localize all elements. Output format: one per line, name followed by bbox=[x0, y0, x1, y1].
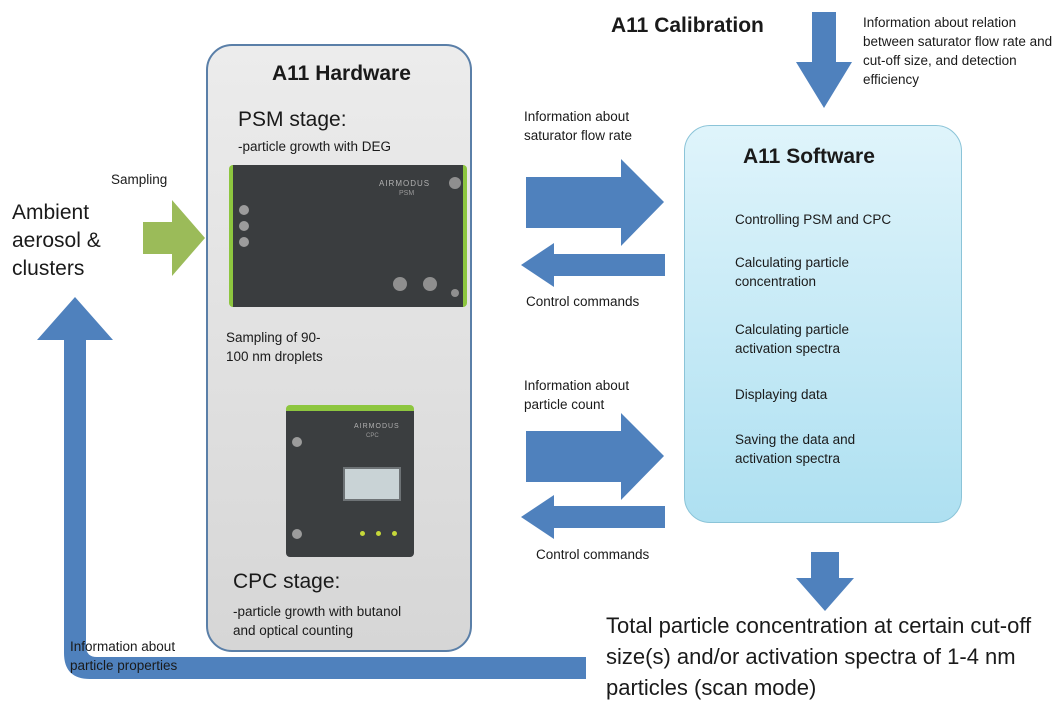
info-particle-count-label: Information about particle count bbox=[524, 378, 630, 412]
software-item-concentration: Calculating particle concentration bbox=[735, 255, 850, 289]
cpc-display-screen bbox=[343, 467, 401, 501]
output-down-arrow bbox=[796, 552, 854, 611]
info-saturator-label: Information about saturator flow rate bbox=[524, 109, 633, 143]
sampling-arrow bbox=[143, 200, 205, 276]
psm-stage-label: PSM stage: bbox=[238, 108, 347, 131]
cpc-device-image: AIRMODUS CPC bbox=[286, 405, 414, 557]
cpc-port-1 bbox=[292, 437, 302, 447]
cpc-led-3 bbox=[392, 531, 397, 536]
psm-device-model: PSM bbox=[399, 190, 415, 197]
sampling-droplets-label: Sampling of 90-100 nm droplets bbox=[226, 330, 323, 364]
psm-stage-desc: -particle growth with DEG bbox=[238, 139, 392, 154]
calibration-down-arrow bbox=[796, 12, 852, 108]
psm-port-bottom-3 bbox=[451, 289, 459, 297]
control-commands-arrow-1 bbox=[521, 243, 665, 287]
info-particle-count-arrow bbox=[526, 413, 664, 500]
cpc-device-brand: AIRMODUS bbox=[354, 423, 400, 430]
software-item-activation-spectra: Calculating particle activation spectra bbox=[735, 322, 850, 356]
control-commands-arrow-2 bbox=[521, 495, 665, 539]
psm-port-top-right bbox=[449, 177, 461, 189]
info-particle-properties-label: Information about particle properties bbox=[70, 639, 178, 673]
cpc-port-2 bbox=[292, 529, 302, 539]
info-saturator-arrow bbox=[526, 159, 664, 246]
ambient-aerosol-label: Ambient aerosol & clusters bbox=[12, 201, 101, 280]
cpc-led-1 bbox=[360, 531, 365, 536]
calibration-title: A11 Calibration bbox=[611, 14, 764, 37]
control-commands-label-2: Control commands bbox=[536, 547, 650, 562]
cpc-device-model: CPC bbox=[366, 433, 379, 439]
psm-port-bottom-1 bbox=[393, 277, 407, 291]
psm-port-1 bbox=[239, 205, 249, 215]
psm-port-3 bbox=[239, 237, 249, 247]
sampling-label: Sampling bbox=[111, 172, 168, 187]
software-box bbox=[684, 125, 962, 523]
hardware-title: A11 Hardware bbox=[272, 62, 411, 85]
software-item-displaying: Displaying data bbox=[735, 387, 828, 402]
psm-port-2 bbox=[239, 221, 249, 231]
cpc-stage-label: CPC stage: bbox=[233, 570, 341, 593]
psm-device-image: AIRMODUS PSM bbox=[229, 165, 467, 307]
calibration-info: Information about relation between satur… bbox=[863, 15, 1053, 87]
control-commands-label-1: Control commands bbox=[526, 294, 640, 309]
software-title: A11 Software bbox=[743, 145, 875, 168]
psm-device-brand: AIRMODUS bbox=[379, 179, 431, 188]
software-item-saving: Saving the data and activation spectra bbox=[735, 432, 856, 466]
software-item-controlling: Controlling PSM and CPC bbox=[735, 212, 892, 227]
cpc-stage-desc: -particle growth with butanol and optica… bbox=[233, 604, 402, 638]
feedback-loop-arrow bbox=[37, 297, 586, 679]
result-text: Total particle concentration at certain … bbox=[606, 613, 1032, 700]
cpc-led-2 bbox=[376, 531, 381, 536]
psm-port-bottom-2 bbox=[423, 277, 437, 291]
